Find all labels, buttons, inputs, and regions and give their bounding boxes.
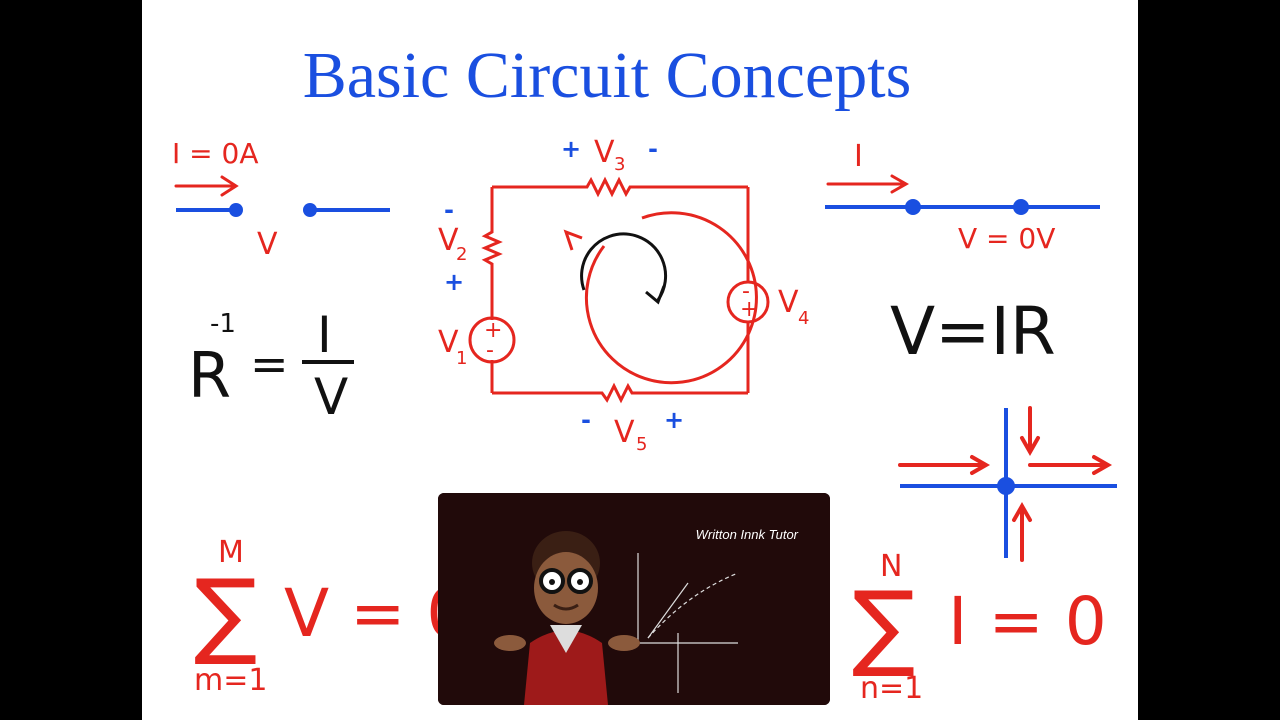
- kcl-lower-limit: n=1: [860, 671, 923, 706]
- short-circuit-node-left: [905, 199, 921, 215]
- kvl-body: V = 0: [284, 575, 468, 652]
- kvl-lower-limit: m=1: [194, 663, 267, 698]
- label-v3: V: [594, 135, 615, 170]
- loop-arrow-outer-head: [563, 229, 583, 251]
- kvl-sigma: ∑: [194, 560, 257, 669]
- label-v2-sub: 2: [456, 244, 467, 265]
- short-circuit-arrow: [826, 174, 910, 194]
- kcl-sigma: ∑: [852, 572, 915, 681]
- conductance-equation: R -1 = I V: [188, 306, 354, 426]
- v2-plus: +: [444, 268, 464, 296]
- source-v1-plus: +: [484, 318, 502, 343]
- kcl-arrow-out-right: [1028, 455, 1113, 475]
- label-v5-sub: 5: [636, 434, 647, 455]
- kvl-equation: M ∑ V = 0 m=1: [194, 535, 468, 698]
- label-v4: V: [778, 285, 799, 320]
- conductance-lhs: R: [188, 339, 231, 412]
- logo-caption: Writton Innk Tutor: [695, 527, 798, 542]
- kcl-node: [898, 406, 1117, 562]
- kcl-arrow-in-left: [898, 455, 991, 475]
- diagram-canvas: I = 0A V R -1 = I V: [172, 135, 1117, 706]
- bottom-wire-resistor-v5: [492, 382, 748, 404]
- short-circuit-node-right: [1013, 199, 1029, 215]
- kcl-arrow-in-bottom: [1012, 501, 1032, 562]
- kcl-upper-limit: N: [880, 549, 902, 584]
- loop-circuit: [468, 176, 770, 404]
- open-circuit-current-label: I = 0A: [172, 137, 259, 170]
- conductance-numerator: I: [317, 306, 332, 364]
- ohms-law: V=IR: [890, 293, 1056, 370]
- left-wire-resistor-v2: [481, 187, 503, 393]
- open-circuit-node-left: [229, 203, 243, 217]
- tutor-character: [494, 531, 640, 705]
- kcl-node-junction: [997, 477, 1015, 495]
- v2-minus: -: [444, 196, 454, 224]
- short-circuit: I V = 0V: [825, 139, 1100, 255]
- v3-plus: +: [561, 135, 581, 163]
- short-circuit-current-label: I: [854, 139, 863, 174]
- source-v4-minus: -: [742, 279, 750, 304]
- label-v1-sub: 1: [456, 348, 467, 369]
- source-v4-plus: +: [740, 297, 758, 322]
- label-v2: V: [438, 223, 459, 258]
- slide-title: Basic Circuit Concepts: [302, 39, 912, 112]
- source-v1: [468, 316, 516, 364]
- top-wire-resistor-v3: [492, 176, 748, 198]
- loop-arrow-outer: [584, 211, 758, 385]
- loop-arrow-inner: [580, 232, 668, 305]
- kcl-body: I = 0: [948, 583, 1107, 660]
- kcl-arrow-in-top: [1020, 406, 1040, 457]
- open-circuit-arrow: [174, 175, 239, 197]
- v3-minus: -: [648, 135, 658, 163]
- tutor-logo: Writton Innk Tutor: [438, 493, 830, 705]
- label-v5: V: [614, 415, 635, 450]
- short-circuit-voltage-label: V = 0V: [958, 222, 1055, 255]
- label-v1: V: [438, 325, 459, 360]
- source-v1-minus: -: [486, 338, 494, 363]
- label-v3-sub: 3: [614, 154, 625, 175]
- label-v4-sub: 4: [798, 308, 809, 329]
- slide-canvas: Basic Circuit Concepts I = 0A V R -1 = I…: [142, 0, 1138, 720]
- open-circuit-voltage-label: V: [257, 227, 278, 262]
- conductance-equals: =: [250, 337, 289, 391]
- source-v4: [726, 280, 770, 324]
- kvl-upper-limit: M: [218, 535, 244, 570]
- kcl-equation: N ∑ I = 0 n=1: [852, 549, 1107, 706]
- v5-plus: +: [664, 406, 684, 434]
- conductance-exponent: -1: [210, 309, 236, 339]
- conductance-denominator: V: [314, 368, 348, 426]
- v5-minus: -: [581, 406, 591, 434]
- tutor-illustration: [438, 493, 830, 705]
- open-circuit: I = 0A V: [172, 137, 390, 262]
